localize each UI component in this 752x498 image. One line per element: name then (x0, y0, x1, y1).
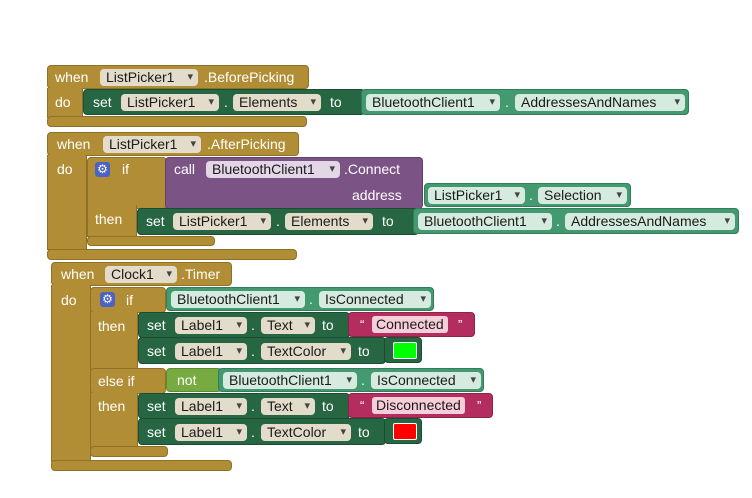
else-if-keyword: else if (98, 373, 135, 389)
dot-separator: . (556, 213, 560, 229)
set-component-dropdown[interactable]: Label1 (175, 424, 247, 441)
getter-component-dropdown[interactable]: BluetoothClient1 (223, 372, 357, 389)
getter-component-dropdown[interactable]: BluetoothClient1 (366, 94, 500, 111)
set-property-dropdown[interactable]: TextColor (261, 424, 351, 441)
event-name: .Timer (181, 266, 221, 282)
color-swatch-red[interactable] (393, 423, 417, 440)
method-name: .Connect (344, 161, 401, 177)
then-keyword: then (98, 318, 126, 334)
when-keyword: when (57, 136, 91, 152)
set-keyword: set (147, 398, 166, 414)
set-keyword: set (147, 343, 166, 359)
dot-separator: . (251, 343, 255, 359)
do-keyword: do (57, 161, 73, 177)
set-component-dropdown[interactable]: ListPicker1 (121, 94, 219, 111)
do-keyword: do (55, 94, 71, 110)
getter-component-dropdown[interactable]: BluetoothClient1 (418, 213, 552, 230)
open-quote: “ (360, 317, 365, 332)
to-keyword: to (322, 317, 334, 333)
set-property-dropdown[interactable]: Elements (233, 94, 321, 111)
set-property-dropdown[interactable]: Text (261, 398, 315, 415)
set-keyword: set (147, 317, 166, 333)
when-keyword: when (55, 69, 89, 85)
to-keyword: to (322, 398, 334, 414)
set-component-dropdown[interactable]: Label1 (175, 343, 247, 360)
do-keyword: do (61, 292, 77, 308)
to-keyword: to (330, 94, 342, 110)
getter-property-dropdown[interactable]: AddressesAndNames (515, 94, 685, 111)
component-dropdown[interactable]: ListPicker1 (100, 69, 198, 86)
dot-separator: . (361, 372, 365, 388)
component-dropdown[interactable]: Clock1 (105, 266, 177, 283)
call-component-dropdown[interactable]: BluetoothClient1 (206, 161, 340, 178)
set-property-dropdown[interactable]: TextColor (261, 343, 351, 360)
set-keyword: set (93, 94, 112, 110)
dot-separator: . (529, 187, 533, 203)
getter-property-dropdown[interactable]: IsConnected (319, 291, 431, 308)
set-keyword: set (146, 213, 165, 229)
dot-separator: . (309, 291, 313, 307)
then-keyword: then (95, 211, 123, 227)
to-keyword: to (358, 343, 370, 359)
call-keyword: call (174, 161, 196, 177)
color-swatch-green[interactable] (393, 342, 417, 359)
close-quote: ” (458, 317, 463, 332)
set-component-dropdown[interactable]: Label1 (175, 398, 247, 415)
set-property-dropdown[interactable]: Elements (285, 213, 373, 230)
event-name: .BeforePicking (204, 69, 295, 85)
set-property-dropdown[interactable]: Text (261, 317, 315, 334)
component-dropdown[interactable]: ListPicker1 (103, 136, 201, 153)
not-block[interactable] (166, 368, 222, 392)
getter-property-dropdown[interactable]: IsConnected (371, 372, 481, 389)
address-socket-label: address (352, 187, 402, 203)
mutator-gear-icon[interactable]: ⚙ (100, 292, 115, 307)
then-keyword: then (98, 398, 126, 414)
close-quote: ” (477, 398, 482, 413)
dot-separator: . (224, 94, 228, 110)
dot-separator: . (505, 94, 509, 110)
getter-component-dropdown[interactable]: BluetoothClient1 (171, 291, 305, 308)
set-component-dropdown[interactable]: Label1 (175, 317, 247, 334)
not-keyword: not (177, 372, 197, 388)
when-keyword: when (61, 266, 95, 282)
text-string-value[interactable]: Disconnected (372, 397, 465, 414)
to-keyword: to (358, 424, 370, 440)
getter-component-dropdown[interactable]: ListPicker1 (428, 187, 525, 204)
set-keyword: set (147, 424, 166, 440)
getter-property-dropdown[interactable]: AddressesAndNames (565, 213, 735, 230)
if-keyword: if (122, 161, 129, 177)
open-quote: “ (360, 398, 365, 413)
event-name: .AfterPicking (207, 136, 286, 152)
dot-separator: . (251, 398, 255, 414)
mutator-gear-icon[interactable]: ⚙ (95, 162, 110, 177)
dot-separator: . (251, 424, 255, 440)
to-keyword: to (382, 213, 394, 229)
getter-property-dropdown[interactable]: Selection (538, 187, 627, 204)
set-component-dropdown[interactable]: ListPicker1 (173, 213, 271, 230)
text-string-value[interactable]: Connected (372, 316, 448, 333)
dot-separator: . (276, 213, 280, 229)
dot-separator: . (251, 317, 255, 333)
if-keyword: if (126, 292, 133, 308)
